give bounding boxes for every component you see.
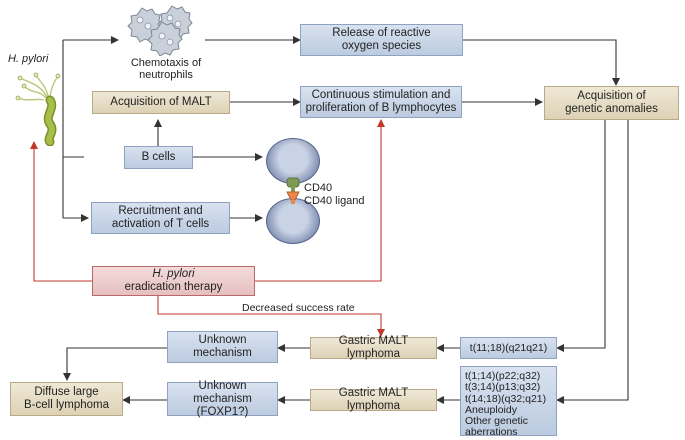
- edge-genetic-translocation1: [556, 120, 606, 352]
- box-gastric-malt-2: Gastric MALT lymphoma: [310, 387, 437, 412]
- box-b-cells: B cells: [124, 146, 193, 169]
- edge-eradication-stimulation: [255, 119, 385, 282]
- box-genetic-anomalies: Acquisition of genetic anomalies: [544, 86, 679, 120]
- box-t-cells: Recruitment and activation of T cells: [91, 202, 230, 234]
- box-gastric-malt-1: Gastric MALT lymphoma: [310, 335, 437, 360]
- box-ros: Release of reactive oxygen species: [300, 24, 463, 56]
- eradication-organism: H. pylori: [152, 268, 195, 280]
- cd40-label: CD40: [304, 182, 333, 194]
- edge-genetic-translocations2: [556, 120, 629, 404]
- box-eradication-therapy: H. pylori eradication therapy: [92, 266, 255, 296]
- box-stimulation: Continuous stimulation and proliferation…: [300, 86, 462, 118]
- organism-label: H. pylori: [8, 53, 49, 65]
- eradication-label: eradication therapy: [124, 281, 223, 293]
- edge-ros-genetic: [463, 39, 620, 86]
- lymphocyte-cell-icon: [266, 138, 320, 184]
- lymphocyte-cell-icon: [266, 198, 320, 244]
- box-acquisition-malt: Acquisition of MALT: [92, 91, 230, 114]
- neutrophil-cluster-icon: [127, 5, 193, 56]
- cd40-receptor-icon: [286, 177, 300, 204]
- edge-eradication-bacterium: [30, 141, 92, 282]
- box-dlbcl: Diffuse large B-cell lymphoma: [10, 382, 123, 416]
- helicobacter-bacterium-icon: [15, 72, 61, 146]
- box-translocation-11-18: t(11;18)(q21q21): [460, 337, 557, 359]
- box-unknown-mechanism: Unknown mechanism: [167, 331, 278, 363]
- decreased-success-label: Decreased success rate: [242, 302, 355, 314]
- neutrophils-label: Chemotaxis of neutrophils: [130, 57, 202, 81]
- edge-eradication-gastric1: [157, 296, 385, 337]
- box-unknown-mechanism-foxp1: Unknown mechanism (FOXP1?): [167, 380, 278, 418]
- edge-unknown1-dlbcl: [63, 347, 167, 381]
- cd40-ligand-label: CD40 ligand: [304, 195, 365, 207]
- box-other-translocations: t(1;14)(p22;q32) t(3;14)(p13;q32) t(14;1…: [460, 366, 557, 438]
